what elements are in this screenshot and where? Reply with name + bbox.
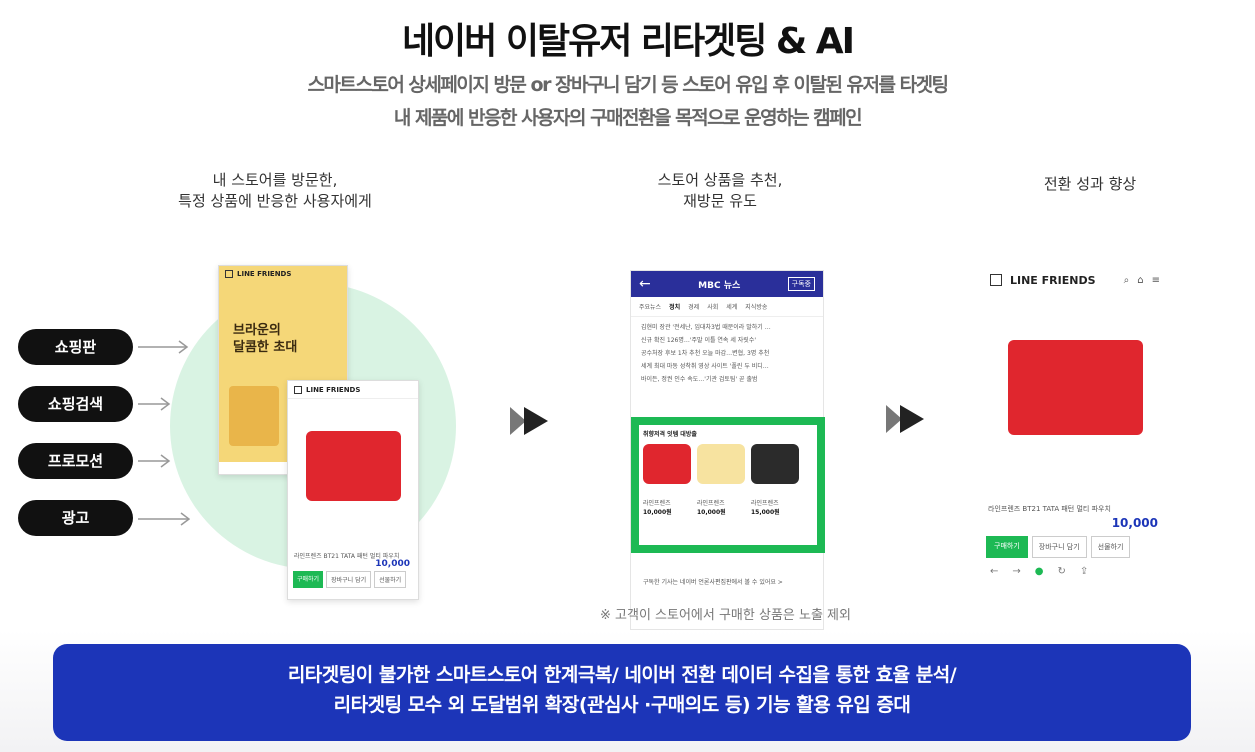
banner-line-1: 리타겟팅이 불가한 스마트스토어 한계극복/ 네이버 전환 데이터 수집을 통한… <box>287 664 957 686</box>
reco-item-name: 라인프렌즈 <box>643 500 671 507</box>
reco-item[interactable]: 라인프렌즈 10,000원 <box>643 444 691 516</box>
news-footer-note[interactable]: 구독한 기사는 네이버 언론사편집판에서 볼 수 있어요 > <box>643 579 783 586</box>
news-headline[interactable]: 신규 확진 126명…'주말 이틀 연속 세 자릿수' <box>641 337 756 344</box>
bag-icon[interactable]: ⌂ <box>1137 274 1144 286</box>
news-tab[interactable]: 세계 <box>726 304 738 311</box>
arrow-right-icon <box>138 397 171 411</box>
screen3-product-name: 라인프렌즈 BT21 TATA 패턴 멀티 파우치 <box>988 505 1111 513</box>
news-headline[interactable]: 김현미 장관 '전세난, 임대차3법 때문이라 말하기 … <box>641 324 771 331</box>
search-icon[interactable]: ⌕ <box>1123 274 1130 286</box>
cart-button[interactable]: 장바구니 담기 <box>326 571 372 588</box>
naver-n-icon <box>294 385 302 394</box>
news-headline-list: 김현미 장관 '전세난, 임대차3법 때문이라 말하기 … 신규 확진 126명… <box>631 317 823 390</box>
product-pouch-image <box>306 431 401 501</box>
step-2-caption-line-2: 재방문 유도 <box>683 192 757 210</box>
news-tab[interactable]: 경제 <box>688 304 700 311</box>
phone-a-headline: 브라운의 달콤한 초대 <box>219 282 347 356</box>
gift-button[interactable]: 선물하기 <box>1090 536 1131 558</box>
phone-b-price: 10,000 <box>375 559 410 569</box>
phone-product-page: LINE FRIENDS 라인프렌즈 BT21 TATA 패턴 멀티 파우치 1… <box>287 380 419 600</box>
news-tabs: 주요뉴스 정치 경제 사회 세계 지식방송 <box>631 297 823 317</box>
back-arrow-icon[interactable]: ← <box>639 276 651 292</box>
phone-a-headline-line-1: 브라운의 <box>233 323 281 338</box>
naver-n-icon <box>225 270 233 278</box>
screen3-price: 10,000 <box>1111 516 1158 530</box>
phone-a-headline-line-2: 달콤한 초대 <box>233 340 298 355</box>
reco-item[interactable]: 라인프렌즈 15,000원 <box>751 444 799 516</box>
screen3-actions: 구매하기 장바구니 담기 선물하기 <box>986 536 1131 558</box>
menu-icon[interactable]: ≡ <box>1151 274 1160 286</box>
channel-pill-ad: 광고 <box>18 500 133 536</box>
page-title: 네이버 이탈유저 리타겟팅 & AI <box>401 21 855 62</box>
screen3-brand: LINE FRIENDS <box>1010 273 1096 287</box>
step-1-caption: 내 스토어를 방문한, 특정 상품에 반응한 사용자에게 <box>140 170 410 212</box>
recommendation-title: 취향저격 잇템 대방출 <box>643 431 697 438</box>
naver-n-icon <box>990 274 1002 286</box>
step-1-caption-line-2: 특정 상품에 반응한 사용자에게 <box>178 192 372 210</box>
arrow-right-icon <box>138 454 171 468</box>
news-tab-active[interactable]: 정치 <box>669 304 681 311</box>
step-3-caption-line-1: 전환 성과 향상 <box>1043 175 1137 193</box>
arrow-right-icon <box>138 512 190 526</box>
reco-item-image <box>697 444 745 484</box>
reco-item[interactable]: 라인프렌즈 10,000원 <box>697 444 745 516</box>
step-1-caption-line-1: 내 스토어를 방문한, <box>212 171 338 189</box>
exclusion-note: ※ 고객이 스토어에서 구매한 상품은 노출 제외 <box>600 608 851 623</box>
news-headline[interactable]: 공수처장 후보 1차 추천 오늘 마감…변협, 3명 추천 <box>641 350 770 357</box>
summary-banner: 리타겟팅이 불가한 스마트스토어 한계극복/ 네이버 전환 데이터 수집을 통한… <box>53 644 1191 741</box>
phone-a-header: LINE FRIENDS <box>219 266 347 282</box>
phone-b-brand: LINE FRIENDS <box>306 385 361 394</box>
channel-pill-shopping-search: 쇼핑검색 <box>18 386 133 422</box>
home-icon[interactable]: ● <box>1034 566 1044 577</box>
phone-a-brand: LINE FRIENDS <box>237 270 292 278</box>
news-title: MBC 뉴스 <box>698 280 741 291</box>
reco-item-name: 라인프렌즈 <box>751 500 779 507</box>
banner-line-2: 리타겟팅 모수 외 도달범위 확장(관심사 ·구매의도 등) 기능 활용 유입 … <box>333 694 911 716</box>
reco-item-price: 15,000원 <box>751 509 780 516</box>
arrow-right-icon <box>138 340 189 354</box>
recommendation-card: 취향저격 잇템 대방출 라인프렌즈 10,000원 라인프렌즈 10,000원 … <box>639 425 817 545</box>
news-headline[interactable]: 세계 최대 마동 성착취 영상 사이트 '폴린 두 비디… <box>641 363 769 370</box>
gift-button[interactable]: 선물하기 <box>374 571 407 588</box>
recommendation-box: 취향저격 잇템 대방출 라인프렌즈 10,000원 라인프렌즈 10,000원 … <box>631 417 825 553</box>
subscribe-badge[interactable]: 구독중 <box>787 277 815 291</box>
reco-item-image <box>751 444 799 484</box>
step-2-caption: 스토어 상품을 추천, 재방문 유도 <box>600 170 840 212</box>
news-screen: ← MBC 뉴스 구독중 주요뉴스 정치 경제 사회 세계 지식방송 김현미 장… <box>630 270 825 630</box>
reco-item-price: 10,000원 <box>643 509 672 516</box>
subtitle-line-2: 내 제품에 반응한 사용자의 구매전환을 목적으로 운영하는 캠페인 <box>393 107 863 129</box>
reco-item-image <box>643 444 691 484</box>
bear-illustration <box>229 386 279 446</box>
reco-item-name: 라인프렌즈 <box>697 500 725 507</box>
buy-button[interactable]: 구매하기 <box>293 571 324 588</box>
news-tab[interactable]: 지식방송 <box>745 304 768 311</box>
browser-navbar: ← → ● ↻ ⇪ <box>990 566 1088 577</box>
news-headline[interactable]: 바이든, 정권 인수 속도…'기관 검토팀' 곧 출범 <box>641 376 758 383</box>
cart-button[interactable]: 장바구니 담기 <box>1031 536 1087 558</box>
back-arrow-icon[interactable]: ← <box>990 566 999 577</box>
product-result-screen: LINE FRIENDS ⌕ ⌂ ≡ 라인프렌즈 BT21 TATA 패턴 멀티… <box>980 260 1170 590</box>
subtitle-line-1: 스마트스토어 상세페이지 방문 or 장바구니 담기 등 스토어 유입 후 이탈… <box>307 74 949 96</box>
screen3-header: LINE FRIENDS ⌕ ⌂ ≡ <box>980 260 1170 300</box>
phone-b-product-name: 라인프렌즈 BT21 TATA 패턴 멀티 파우치 <box>294 553 400 560</box>
news-tab[interactable]: 사회 <box>707 304 719 311</box>
news-header: ← MBC 뉴스 구독중 <box>631 271 823 297</box>
play-forward-icon <box>886 405 924 433</box>
buy-button[interactable]: 구매하기 <box>986 536 1028 558</box>
phone-b-header: LINE FRIENDS <box>288 381 418 399</box>
phone-b-actions: 구매하기 장바구니 담기 선물하기 <box>293 571 407 588</box>
forward-arrow-icon[interactable]: → <box>1012 566 1021 577</box>
reco-item-price: 10,000원 <box>697 509 726 516</box>
product-pouch-image <box>1008 340 1143 435</box>
play-forward-icon <box>510 407 548 435</box>
channel-pill-shopping-pan: 쇼핑판 <box>18 329 133 365</box>
recommendation-items: 라인프렌즈 10,000원 라인프렌즈 10,000원 라인프렌즈 15,000… <box>643 444 813 516</box>
share-icon[interactable]: ⇪ <box>1079 566 1089 577</box>
news-tab[interactable]: 주요뉴스 <box>639 304 662 311</box>
channel-pill-promotion: 프로모션 <box>18 443 133 479</box>
refresh-icon[interactable]: ↻ <box>1057 566 1066 577</box>
step-2-caption-line-1: 스토어 상품을 추천, <box>657 171 783 189</box>
step-3-caption: 전환 성과 향상 <box>1000 174 1180 195</box>
